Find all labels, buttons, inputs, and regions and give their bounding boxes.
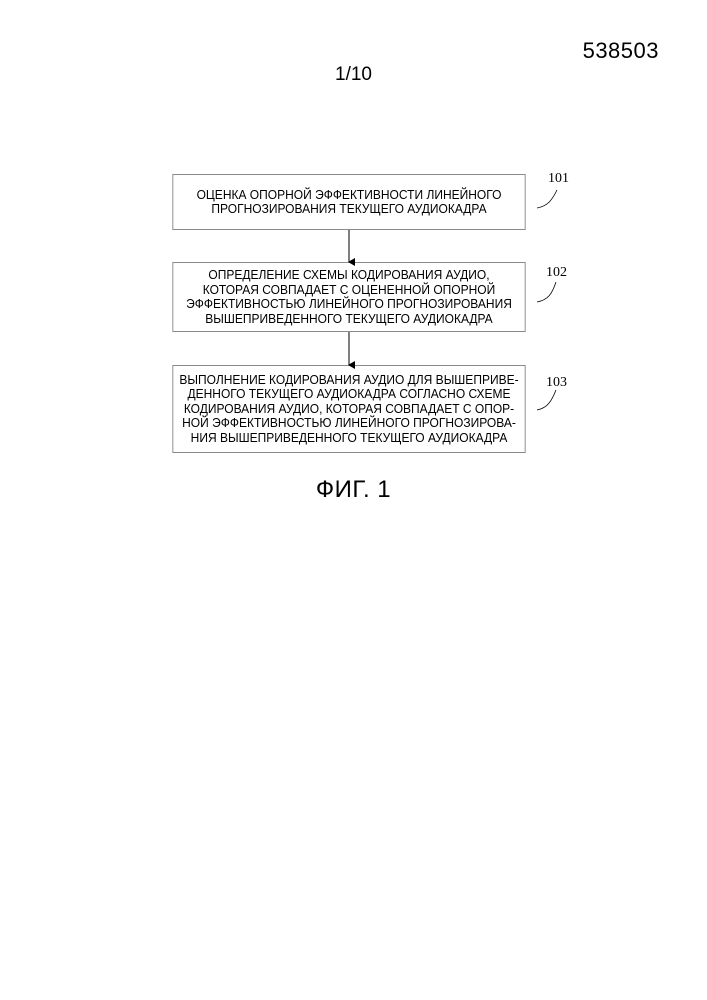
step-102-reference-numeral: 102: [546, 265, 567, 281]
step-102-text-line: ЭФФЕКТИВНОСТЬЮ ЛИНЕЙНОГО ПРОГНОЗИРОВАНИЯ: [186, 297, 512, 312]
step-103-text-line: ДЕННОГО ТЕКУЩЕГО АУДИОКАДРА СОГЛАСНО СХЕ…: [179, 387, 518, 402]
step-103-text-line: НОЙ ЭФФЕКТИВНОСТЬЮ ЛИНЕЙНОГО ПРОГНОЗИРОВ…: [179, 416, 518, 431]
figure-caption: ФИГ. 1: [0, 476, 707, 504]
leader-line-103: [537, 390, 556, 410]
step-103-text-line: ВЫПОЛНЕНИЕ КОДИРОВАНИЯ АУДИО ДЛЯ ВЫШЕПРИ…: [179, 373, 518, 388]
document-number: 538503: [583, 38, 659, 64]
flowchart-step-103-box: ВЫПОЛНЕНИЕ КОДИРОВАНИЯ АУДИО ДЛЯ ВЫШЕПРИ…: [172, 365, 525, 453]
flowchart-step-101-box: ОЦЕНКА ОПОРНОЙ ЭФФЕКТИВНОСТИ ЛИНЕЙНОГО П…: [172, 174, 525, 230]
step-101-reference-numeral: 101: [548, 171, 569, 187]
step-102-text-line: КОТОРАЯ СОВПАДАЕТ С ОЦЕНЕННОЙ ОПОРНОЙ: [186, 283, 512, 298]
step-103-reference-numeral: 103: [546, 375, 567, 391]
step-101-text-line: ОЦЕНКА ОПОРНОЙ ЭФФЕКТИВНОСТИ ЛИНЕЙНОГО: [197, 188, 502, 203]
flowchart-step-102-box: ОПРЕДЕЛЕНИЕ СХЕМЫ КОДИРОВАНИЯ АУДИО, КОТ…: [172, 262, 525, 332]
step-103-text-line: НИЯ ВЫШЕПРИВЕДЕННОГО ТЕКУЩЕГО АУДИОКАДРА: [179, 431, 518, 446]
leader-line-101: [537, 190, 557, 208]
step-102-text-line: ВЫШЕПРИВЕДЕННОГО ТЕКУЩЕГО АУДИОКАДРА: [186, 312, 512, 327]
leader-line-102: [537, 282, 556, 302]
step-102-text-line: ОПРЕДЕЛЕНИЕ СХЕМЫ КОДИРОВАНИЯ АУДИО,: [186, 268, 512, 283]
page-number: 1/10: [0, 64, 707, 86]
step-103-text-line: КОДИРОВАНИЯ АУДИО, КОТОРАЯ СОВПАДАЕТ С О…: [179, 402, 518, 417]
step-101-text-line: ПРОГНОЗИРОВАНИЯ ТЕКУЩЕГО АУДИОКАДРА: [197, 202, 502, 217]
